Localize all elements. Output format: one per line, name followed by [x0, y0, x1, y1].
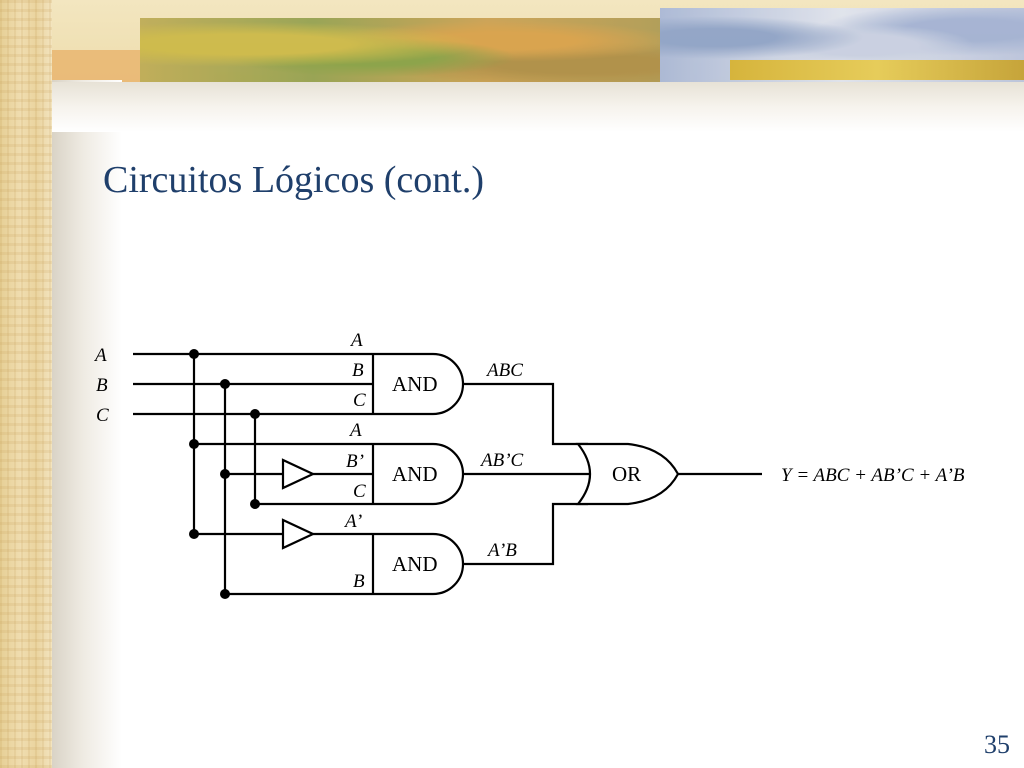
junction-dot [189, 349, 199, 359]
or-gate [575, 442, 680, 506]
parchment-left-border [0, 0, 52, 768]
page-number: 35 [984, 730, 1010, 759]
gate1-input-label-b: B [352, 360, 364, 381]
wire-abc-to-or [463, 382, 588, 446]
inverter-b [281, 458, 316, 490]
gate3-input-label-anot: A’ [343, 511, 362, 532]
inverter-a [281, 518, 316, 550]
output-expression: Y = ABC + AB’C + A’B [781, 465, 965, 486]
gate1-type-label: AND [392, 372, 438, 396]
gate2-type-label: AND [392, 462, 438, 486]
junction-dot [220, 379, 230, 389]
and-gate-1 [371, 352, 465, 416]
gate2-input-label-a: A [348, 420, 362, 441]
input-label-a: A [93, 345, 107, 366]
banner-gold-stripe [730, 60, 1024, 80]
slide-shadow-left [52, 80, 122, 768]
and-gate-2 [371, 442, 465, 506]
gate1-input-label-c: C [353, 390, 366, 411]
slide-shadow-top [52, 82, 1024, 132]
and-gate-3 [371, 532, 465, 596]
wire-anotb-to-or [463, 502, 588, 566]
input-label-c: C [96, 405, 109, 426]
or-gate-type-label: OR [612, 462, 641, 486]
gate3-output-label: A’B [486, 540, 517, 561]
gate2-input-label-c: C [353, 481, 366, 502]
junction-dot [250, 409, 260, 419]
decorative-banner [0, 0, 1024, 86]
gate2-input-label-bnot: B’ [346, 451, 364, 472]
gate2-output-label: AB’C [479, 450, 524, 471]
gate3-type-label: AND [392, 552, 438, 576]
banner-leaves-image [140, 18, 660, 84]
gate3-input-label-b: B [353, 571, 365, 592]
gate1-input-label-a: A [349, 330, 363, 351]
slide-title: Circuitos Lógicos (cont.) [103, 159, 484, 201]
input-label-b: B [96, 375, 108, 396]
gate1-output-label: ABC [485, 360, 523, 381]
